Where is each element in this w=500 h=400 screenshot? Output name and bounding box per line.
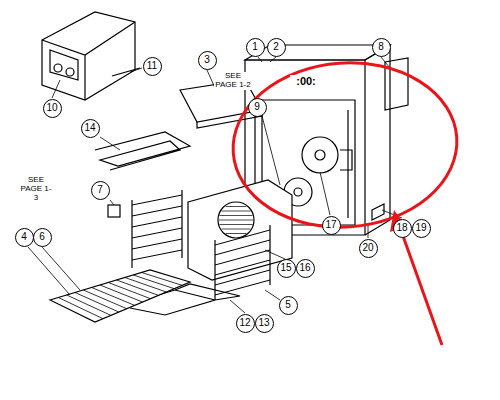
callout-number: 8 [378,42,384,52]
callout-number: 5 [279,296,298,315]
callout-number: 13 [258,318,269,328]
callout-number: 16 [296,259,315,278]
callout-number: 13 [255,314,274,333]
callout-number: 7 [97,185,103,195]
callout-number: 11 [147,61,157,71]
callout-number: 11 [143,57,162,76]
callout-number: 16 [299,263,310,273]
callout-number: 9 [248,98,267,117]
heating-element [95,132,190,170]
callout-number: 6 [39,232,45,242]
callout-number: 12 [239,318,250,328]
callout-number: 8 [372,38,391,57]
callout-number: 20 [359,239,378,258]
page-reference: SEE PAGE 1-2 [214,72,252,90]
callout-number: 4 [21,232,27,242]
callout-number: 18 [396,223,407,233]
rack-support [132,190,182,268]
callout-number: 15 [277,259,296,278]
page-reference: SEE PAGE 1-3 [18,176,54,202]
callout-number: 9 [254,102,260,112]
callout-number: 5 [285,300,291,310]
callout-number: 18 [393,219,412,238]
switch [108,205,120,217]
callout-number: 19 [415,223,426,233]
callout-number: 3 [198,51,217,70]
callout-number: 15 [280,263,291,273]
callout-number: 14 [84,123,95,133]
oven-grate [50,270,190,322]
callout-number: 17 [322,216,341,235]
callout-number: 3 [204,55,210,65]
callout-number: 2 [273,42,279,52]
highlight-arrow [398,222,442,345]
leader-line [28,57,402,313]
callout-number: 17 [325,220,336,230]
callout-number: 12 [236,314,255,333]
callout-number: 6 [33,228,52,247]
callout-number: 1 [252,42,258,52]
callout-number: 1 [246,38,265,57]
callout-number: 2 [267,38,286,57]
callout-number: 20 [362,243,373,253]
control-panel [42,12,135,100]
rack-support [215,225,270,300]
callout-number: 19 [412,219,431,238]
callout-number: 7 [91,181,110,200]
callout-number: 4 [15,228,34,247]
display-text: :00: [290,75,322,87]
callout-number: 10 [43,99,62,118]
highlight-ellipse [228,55,463,234]
callout-number: 14 [81,119,100,138]
clip [112,68,140,76]
callout-number: 10 [46,103,57,113]
